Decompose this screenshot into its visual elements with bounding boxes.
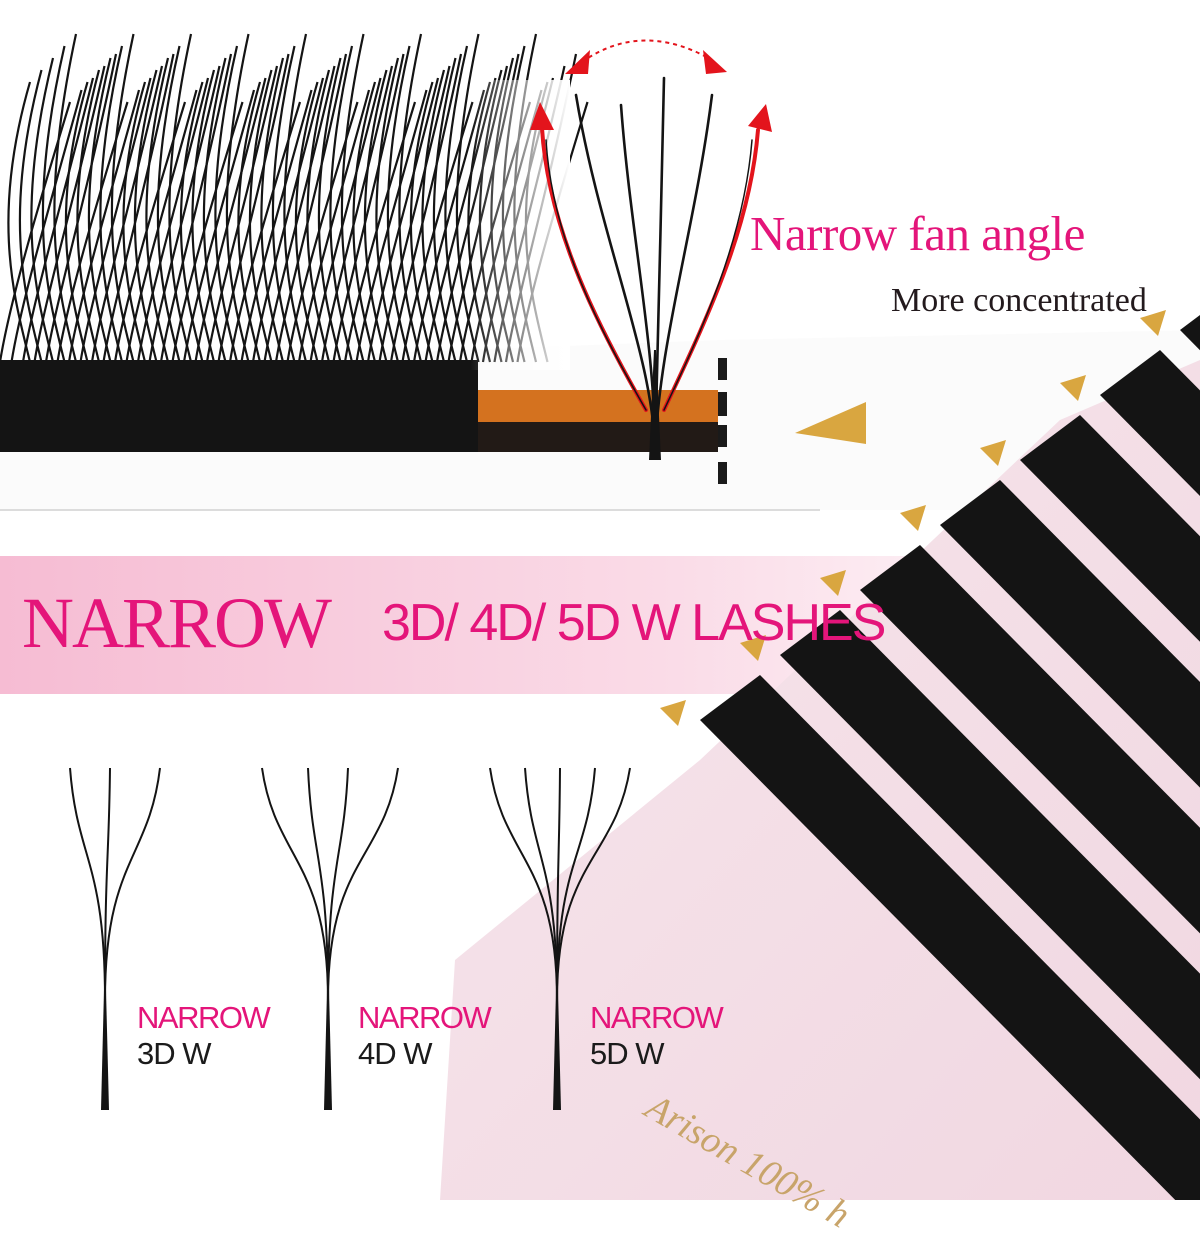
fan-4d-icon [261,767,399,1110]
arrow-head-right [748,104,772,132]
card-3d-dimension: 3D W [137,1036,211,1071]
lash-band [0,360,478,452]
card-4d-name: NARROW [358,1000,492,1035]
tray-lash-strips [660,310,1200,1200]
tray-strip [740,610,1200,1080]
fan-lash-icon [530,39,772,460]
card-4d-dimension: 4D W [358,1036,432,1071]
fan-5d-icon [489,767,631,1110]
banner-title-narrow: NARROW [22,583,332,663]
triangle-marker-icon [795,402,866,444]
headline: Narrow fan angle [750,206,1085,261]
card-3d-name: NARROW [137,1000,271,1035]
banner-title-lashes: 3D/ 4D/ 5D W LASHES [382,594,886,652]
orange-strip [478,390,718,422]
card-5d-dimension: 5D W [590,1036,664,1071]
lash-tray [440,310,1200,1200]
double-arrow-icon [565,39,727,74]
tray-strip [980,415,1200,642]
tray-strip [820,545,1200,934]
tray-strip [900,480,1200,788]
arrow-head-left [530,102,554,130]
cut-marks [718,358,727,484]
tray-strip [660,675,1200,1200]
card-5d-name: NARROW [590,1000,724,1035]
tray-strip [1060,350,1200,496]
dark-strip [478,422,718,452]
tray-strip [1140,310,1200,351]
top-lash-strip [0,33,866,511]
fan-3d-icon [69,767,161,1110]
subline: More concentrated [891,282,1147,319]
fan-diagrams [69,767,631,1110]
